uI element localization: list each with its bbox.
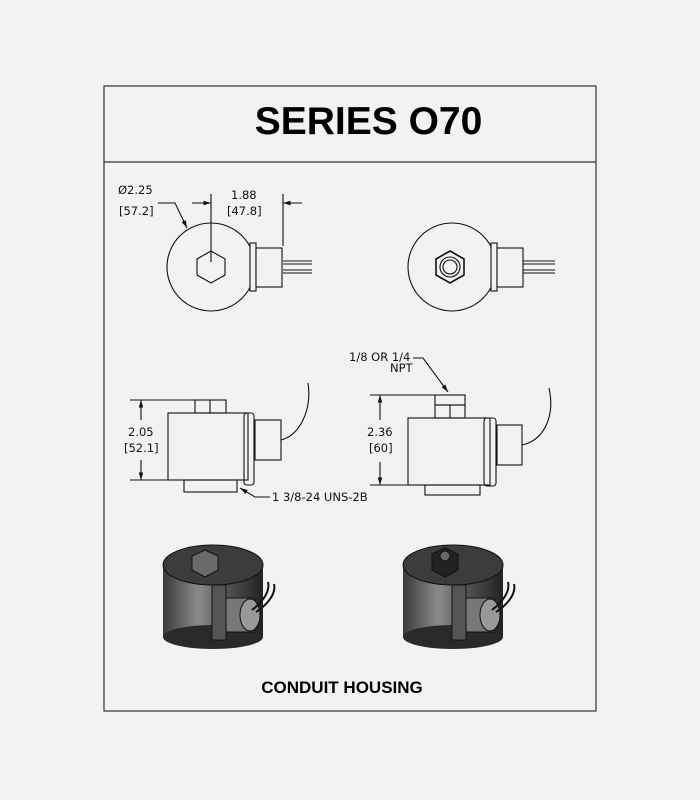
port-npt-label: NPT	[390, 361, 413, 375]
diameter-inch-label: Ø2.25	[118, 183, 153, 197]
height-left-mm-label: [52.1]	[124, 441, 159, 455]
port-size-label: 1/8 OR 1/4	[349, 350, 411, 364]
top-view-hex-nut	[158, 194, 312, 312]
caption: CONDUIT HOUSING	[261, 678, 423, 697]
top-view-npt-port	[407, 222, 555, 312]
thread-label: 1 3/8-24 UNS-2B	[272, 490, 368, 504]
height-right-inch-label: 2.36	[367, 425, 393, 439]
side-view-hex-nut	[130, 382, 310, 498]
height-left-inch-label: 2.05	[128, 425, 154, 439]
render-npt-port-coil	[402, 544, 516, 649]
width-inch-label: 1.88	[231, 188, 257, 202]
width-mm-label: [47.8]	[227, 204, 262, 218]
diameter-mm-label: [57.2]	[119, 204, 154, 218]
height-right-mm-label: [60]	[369, 441, 393, 455]
drawing-frame	[103, 85, 597, 712]
series-title: SERIES O70	[254, 100, 483, 143]
render-hex-nut-coil	[162, 544, 276, 649]
side-view-npt-port	[370, 357, 552, 496]
